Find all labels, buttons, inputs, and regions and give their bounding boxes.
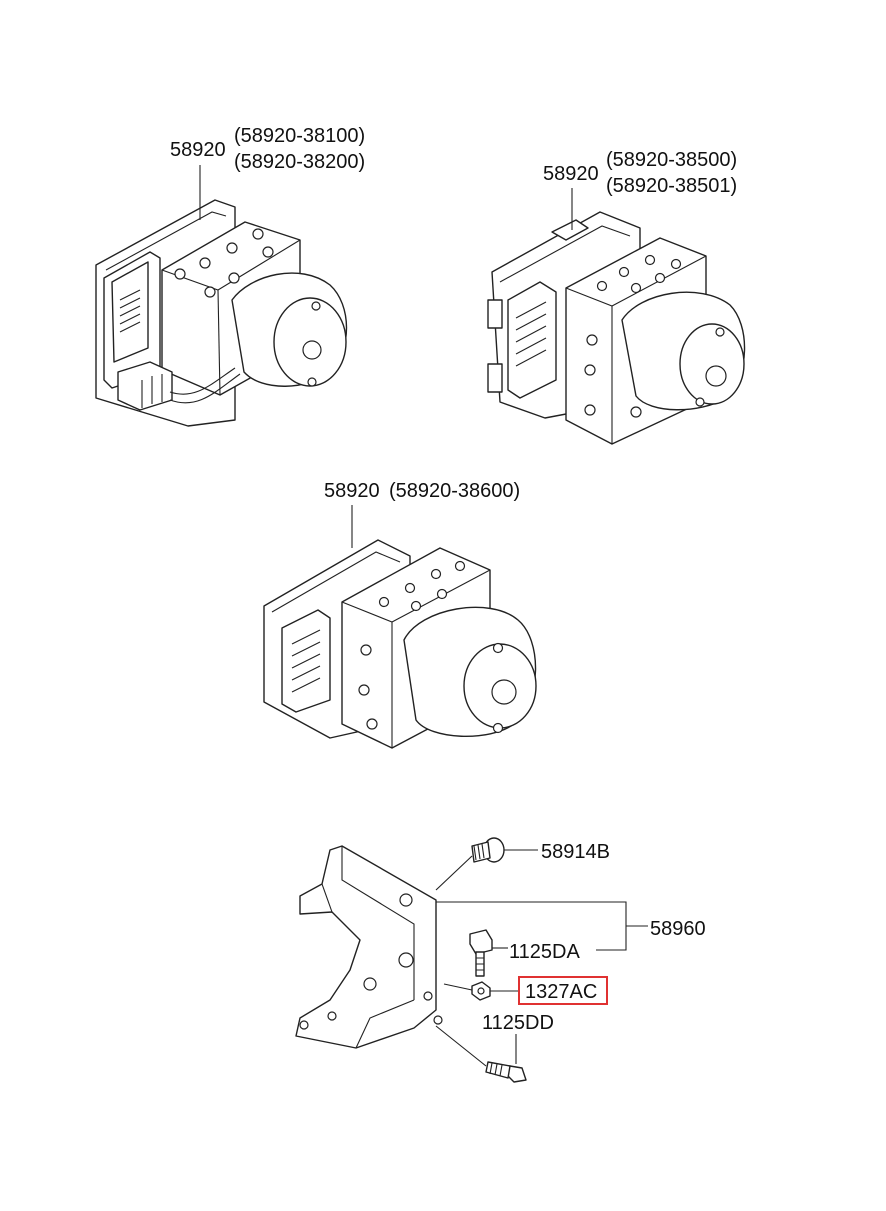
nut-1327ac[interactable]: [471, 981, 491, 1001]
unit3-part-number: 58920: [324, 480, 380, 502]
bracket-assembly[interactable]: [295, 837, 648, 1083]
bolt-58914b[interactable]: [471, 837, 505, 863]
label-58914b: 58914B: [541, 841, 610, 863]
label-58960: 58960: [650, 918, 706, 940]
unit1-sub-number-1: (58920-38100): [234, 125, 365, 147]
bolt-1125dd[interactable]: [485, 1061, 527, 1083]
unit1-part-number: 58920: [170, 139, 226, 161]
label-1125dd: 1125DD: [482, 1012, 554, 1034]
label-1327ac[interactable]: 1327AC: [525, 981, 597, 1003]
unit1-sub-number-2: (58920-38200): [234, 151, 365, 173]
unit2-sub-number-2: (58920-38501): [606, 175, 737, 197]
bolt-1125da[interactable]: [469, 929, 493, 977]
unit2-part-number: 58920: [543, 163, 599, 185]
abs-unit-1[interactable]: [95, 165, 348, 427]
label-1125da: 1125DA: [509, 941, 580, 963]
abs-unit-2[interactable]: [487, 188, 746, 445]
unit2-sub-number-1: (58920-38500): [606, 149, 737, 171]
abs-unit-3[interactable]: [263, 505, 537, 749]
unit3-sub-number: (58920-38600): [389, 480, 520, 502]
highlight-box: [518, 976, 608, 1005]
